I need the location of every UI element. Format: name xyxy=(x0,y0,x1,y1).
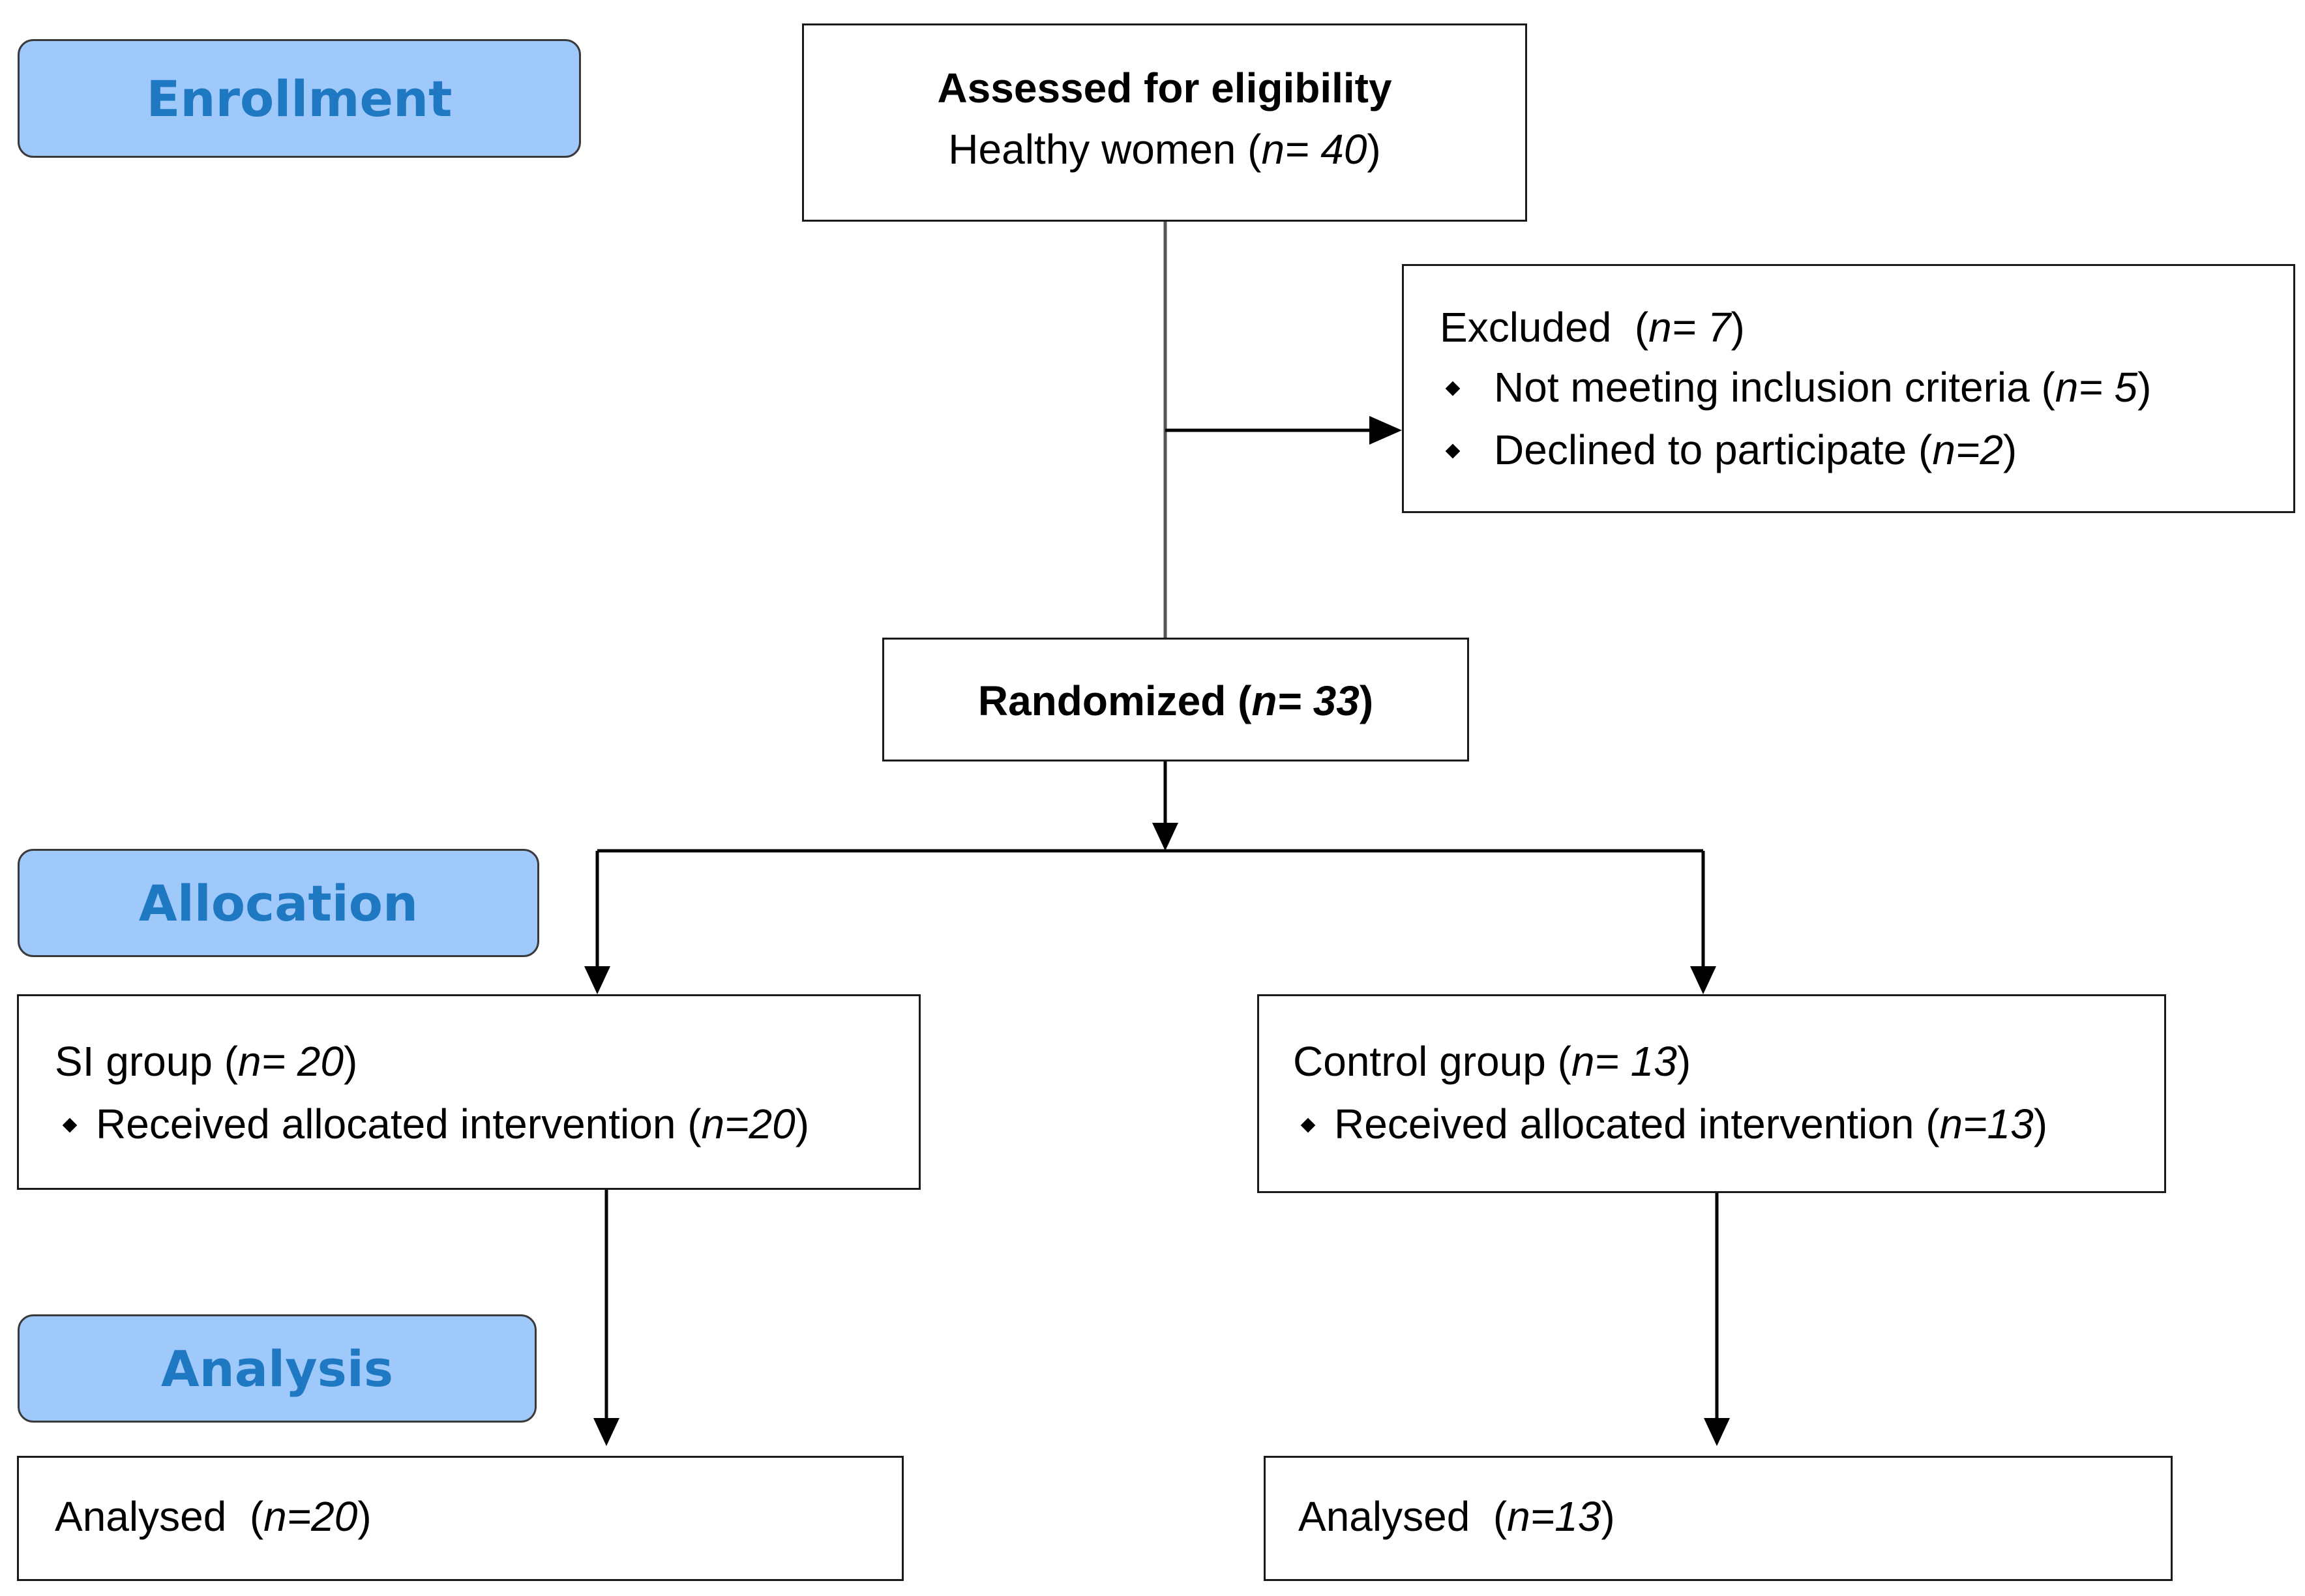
phase-enrollment-label: Enrollment xyxy=(146,69,453,128)
si-group-item-label: Received allocated intervention xyxy=(96,1101,676,1147)
bullet-icon xyxy=(1300,1117,1316,1133)
randomized-n: n= 33 xyxy=(1251,677,1360,724)
analysed-control-n: n=13 xyxy=(1507,1493,1601,1540)
si-group-label: SI group xyxy=(55,1038,213,1085)
excluded-item-declined: Declined to participate (n=2) xyxy=(1494,426,2017,473)
si-group-item-n: n=20 xyxy=(701,1101,796,1147)
si-group-header: SI group (n= 20) xyxy=(55,1038,358,1085)
arrowhead-control-group xyxy=(1690,966,1716,994)
assessed-box: Assessed for eligibility Healthy women (… xyxy=(802,23,1527,222)
control-group-item: Received allocated intervention (n=13) xyxy=(1334,1101,2047,1147)
randomized-line: Randomized (n= 33) xyxy=(977,677,1374,724)
si-group-n: n= 20 xyxy=(238,1038,344,1085)
control-group-box: Control group (n= 13) Received allocated… xyxy=(1257,994,2166,1193)
arrowhead-excluded xyxy=(1369,416,1402,445)
excluded-item-declined-n: n=2 xyxy=(1932,426,2003,473)
bullet-icon xyxy=(1445,381,1461,396)
assessed-label: Healthy women xyxy=(948,126,1236,173)
control-group-item-label: Received allocated intervention xyxy=(1334,1101,1914,1147)
bullet-icon xyxy=(62,1117,78,1133)
phase-analysis: Analysis xyxy=(18,1314,537,1423)
phase-analysis-label: Analysis xyxy=(160,1339,394,1398)
arrowhead-si-analysed xyxy=(593,1418,619,1446)
analysed-si-box: Analysed (n=20) xyxy=(17,1456,904,1581)
si-group-box: SI group (n= 20) Received allocated inte… xyxy=(17,994,921,1190)
excluded-n: n= 7 xyxy=(1648,304,1731,351)
analysed-control-box: Analysed (n=13) xyxy=(1264,1456,2173,1581)
excluded-item-criteria: Not meeting inclusion criteria (n= 5) xyxy=(1494,364,2152,411)
randomized-box: Randomized (n= 33) xyxy=(882,638,1469,761)
phase-enrollment: Enrollment xyxy=(18,39,581,158)
assessed-n-value: = 40 xyxy=(1285,126,1367,173)
excluded-item-criteria-label: Not meeting inclusion criteria xyxy=(1494,364,2030,411)
assessed-line: Healthy women (n= 40) xyxy=(948,126,1381,173)
phase-allocation-label: Allocation xyxy=(138,874,419,932)
phase-allocation: Allocation xyxy=(18,849,539,957)
analysed-control-line: Analysed (n=13) xyxy=(1298,1493,1615,1540)
excluded-box: Excluded (n= 7) Not meeting inclusion cr… xyxy=(1402,264,2295,513)
assessed-title: Assessed for eligibility xyxy=(937,65,1392,111)
excluded-item-declined-label: Declined to participate xyxy=(1494,426,1907,473)
analysed-si-line: Analysed (n=20) xyxy=(55,1493,372,1540)
randomized-label: Randomized xyxy=(977,677,1227,724)
control-group-n: n= 13 xyxy=(1571,1038,1677,1085)
control-group-header: Control group (n= 13) xyxy=(1293,1038,1691,1085)
control-group-label: Control group xyxy=(1293,1038,1546,1085)
arrowhead-si-group xyxy=(584,966,610,994)
excluded-item-criteria-n: n= 5 xyxy=(2055,364,2138,411)
assessed-n-var: n xyxy=(1261,126,1285,173)
analysed-control-label: Analysed xyxy=(1298,1493,1470,1540)
control-group-item-n: n=13 xyxy=(1939,1101,2034,1147)
arrowhead-control-analysed xyxy=(1704,1418,1730,1446)
excluded-label: Excluded xyxy=(1440,304,1612,351)
si-group-item: Received allocated intervention (n=20) xyxy=(96,1101,809,1147)
excluded-header: Excluded (n= 7) xyxy=(1440,304,1745,351)
arrowhead-split xyxy=(1152,823,1178,851)
bullet-icon xyxy=(1445,443,1461,459)
analysed-si-n: n=20 xyxy=(263,1493,358,1540)
analysed-si-label: Analysed xyxy=(55,1493,227,1540)
